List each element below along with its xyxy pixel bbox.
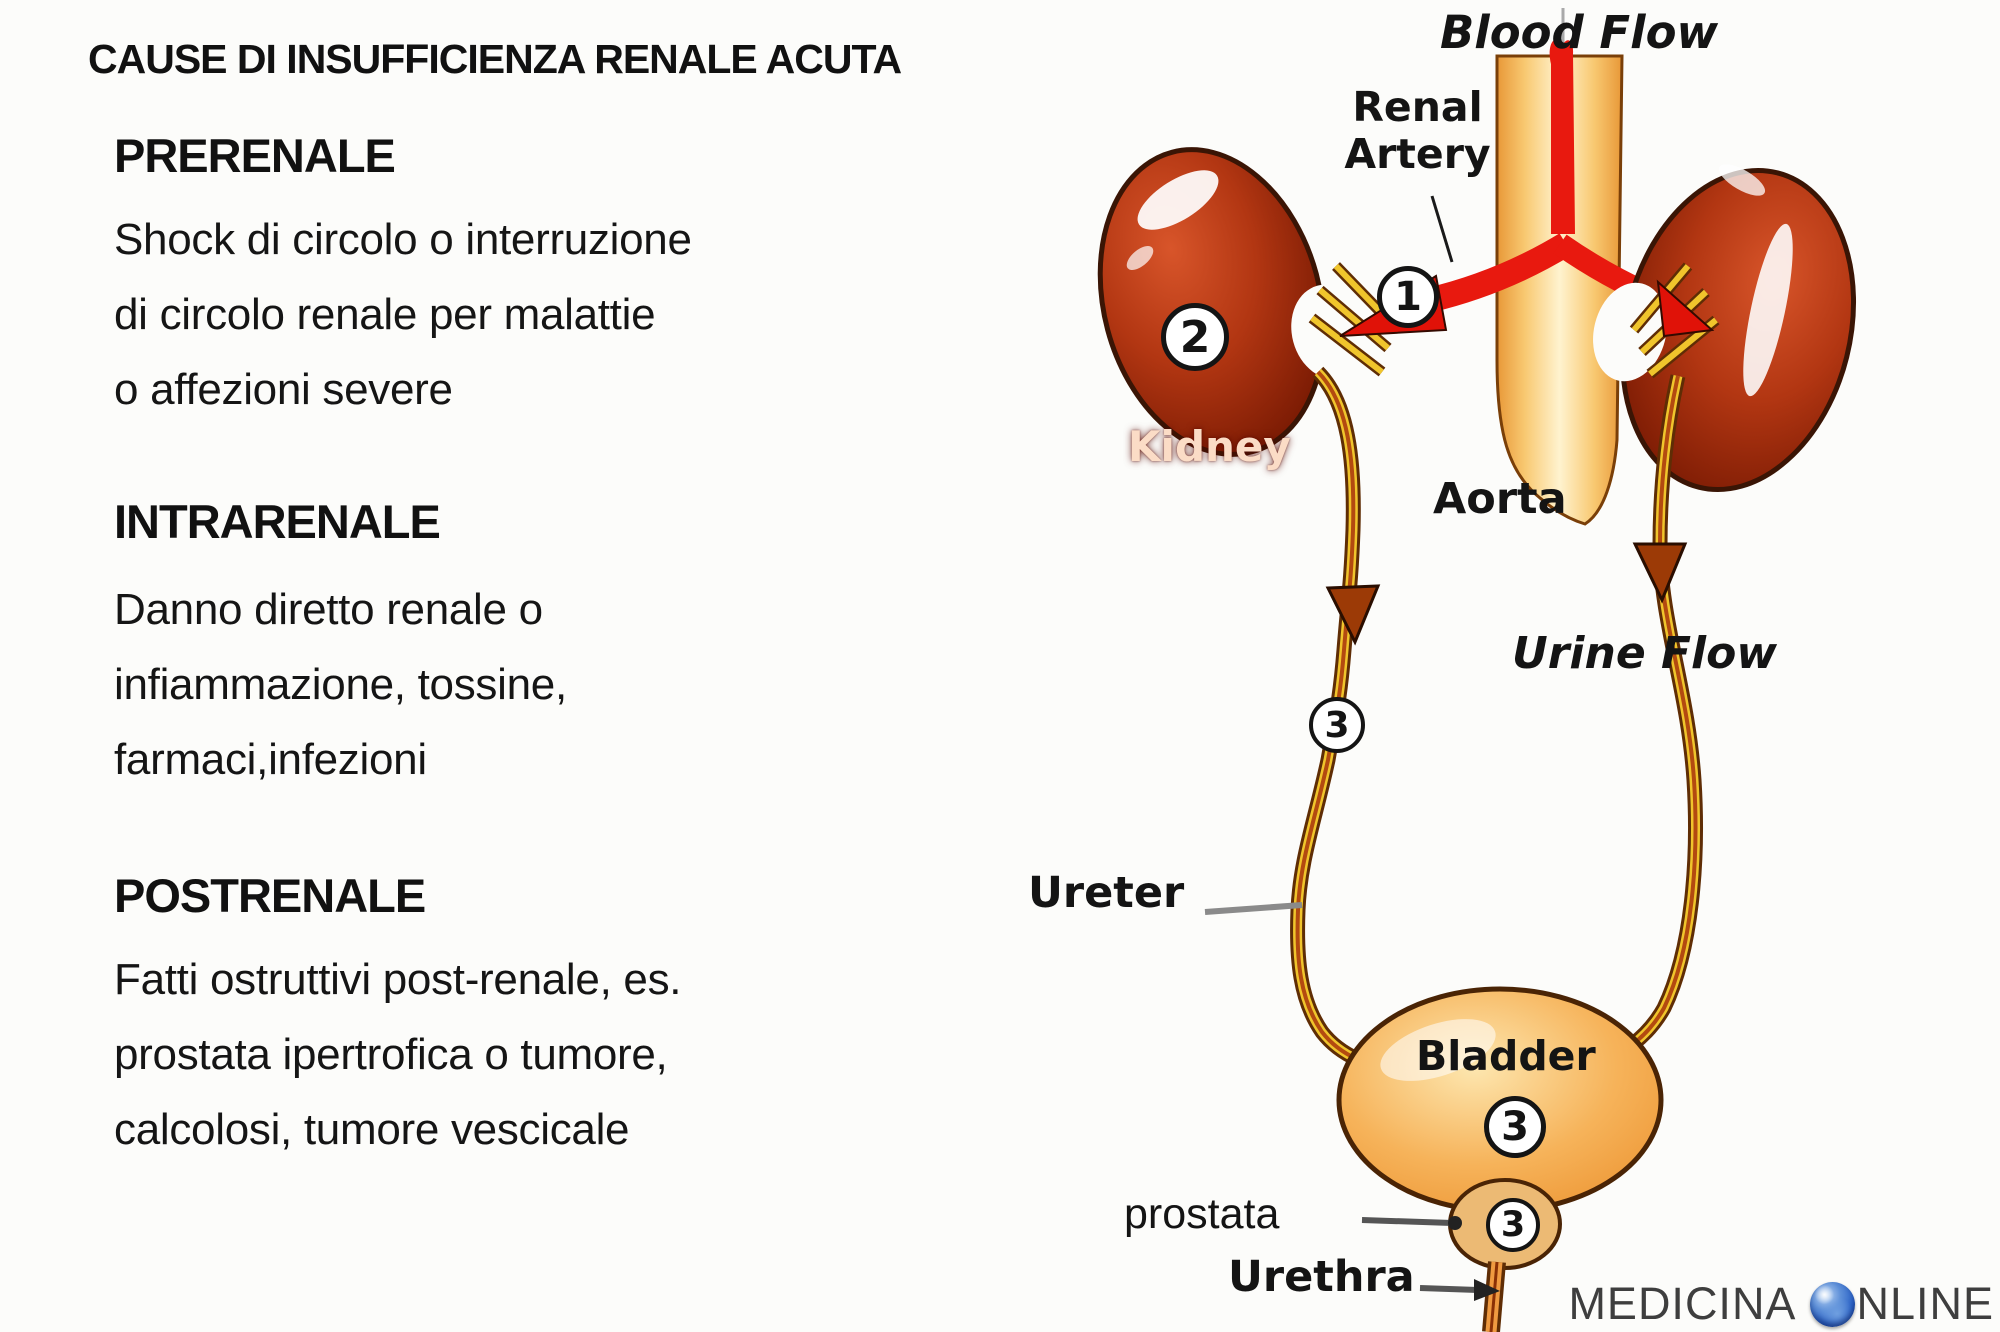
text-line: Fatti ostruttivi post-renale, es. <box>114 955 682 1004</box>
watermark-text-medicina: MEDICINA <box>1568 1278 1797 1329</box>
left-kidney-highlight <box>1137 170 1219 230</box>
left-ureter <box>1290 366 1400 1080</box>
right-kidney-highlight-small <box>1718 164 1766 196</box>
left-kidney-highlight-small <box>1126 246 1154 270</box>
marker-2-kidney: 2 <box>1161 303 1229 371</box>
text-line: prostata ipertrofica o tumore, <box>114 1030 668 1079</box>
aorta-vessel <box>1495 54 1624 526</box>
section-heading-postrenale: POSTRENALE <box>114 869 426 922</box>
aorta-label: Aorta <box>1433 474 1567 524</box>
section-heading-intrarenale: INTRARENALE <box>114 495 441 548</box>
watermark-text-nline: NLINE <box>1856 1278 1994 1329</box>
renal-artery-label: Renal Artery <box>1344 83 1491 178</box>
bladder-label: Bladder <box>1416 1032 1596 1080</box>
urethra-shape <box>1482 1261 1506 1332</box>
section-heading-prerenale: PRERENALE <box>114 129 396 182</box>
text-line: o affezioni severe <box>114 365 453 414</box>
text-line: calcolosi, tumore vescicale <box>114 1105 630 1154</box>
ureter-pointer-line <box>1204 902 1303 915</box>
section-body-intrarenale: Danno diretto renale o infiammazione, to… <box>114 572 567 797</box>
ureter-label: Ureter <box>1028 868 1185 918</box>
left-urine-flow-arrow <box>1325 584 1381 646</box>
text-line: di circolo renale per malattie <box>114 290 656 339</box>
renal-artery-pointer-line <box>1430 195 1454 263</box>
prostata-pointer-line <box>1361 1217 1453 1226</box>
marker-3-prostate: 3 <box>1486 1198 1540 1252</box>
text-line: infiammazione, tossine, <box>114 660 567 709</box>
kidney-label: Kidney <box>1128 422 1291 471</box>
blood-flow-label: Blood Flow <box>1440 6 1719 59</box>
prostata-label: prostata <box>1124 1190 1280 1238</box>
page-title: CAUSE DI INSUFFICIENZA RENALE ACUTA <box>88 36 902 82</box>
text-line: Danno diretto renale o <box>114 585 543 634</box>
marker-1-renal-artery: 1 <box>1377 266 1439 328</box>
section-body-postrenale: Fatti ostruttivi post-renale, es. prosta… <box>114 942 682 1167</box>
right-urine-flow-arrow <box>1632 542 1688 604</box>
artery-trunk <box>1549 39 1575 235</box>
renal-artery-left <box>1427 233 1573 313</box>
urethra-pointer-arrow <box>1474 1279 1500 1301</box>
text-line: farmaci,infezioni <box>114 735 427 784</box>
urethra-pointer-line <box>1419 1285 1479 1293</box>
globe-icon <box>1810 1281 1856 1327</box>
right-ureter <box>1598 374 1703 1069</box>
urethra-label: Urethra <box>1228 1252 1415 1302</box>
urine-flow-label: Urine Flow <box>1512 628 1778 679</box>
marker-3-bladder: 3 <box>1484 1096 1546 1158</box>
right-renal-artery-arrow <box>1656 279 1715 338</box>
prostata-pointer-dot <box>1448 1216 1462 1230</box>
text-line: Shock di circolo o interruzione <box>114 215 692 264</box>
section-body-prerenale: Shock di circolo o interruzione di circo… <box>114 202 692 427</box>
marker-3-ureter: 3 <box>1309 697 1365 753</box>
watermark: MEDICINA NLINE <box>1568 1278 1994 1330</box>
bladder-highlight <box>1380 1019 1496 1081</box>
right-kidney-highlight <box>1743 223 1793 397</box>
